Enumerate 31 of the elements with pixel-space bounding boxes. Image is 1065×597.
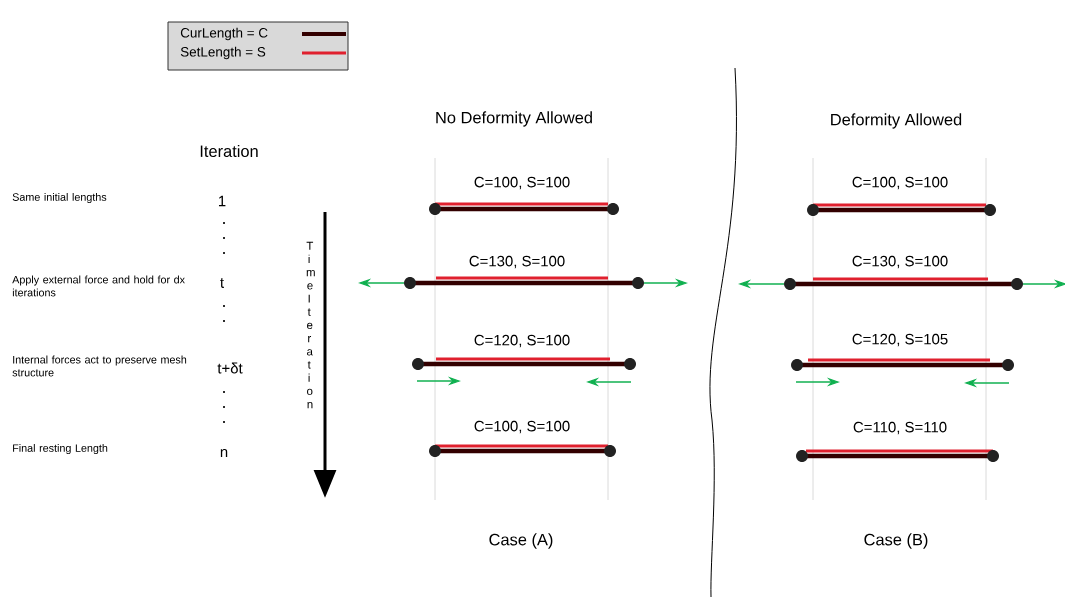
case-label: Case (B): [864, 533, 928, 549]
step-description: Final resting Length: [13, 444, 108, 454]
step-number: t: [220, 278, 224, 288]
case-label: Case (A): [489, 533, 553, 549]
length-bar: C=100, S=100: [807, 176, 996, 216]
step-description: Same initial lengths: [12, 193, 107, 203]
step-description: Internal forces act to preserve mesh structure: [12, 355, 187, 377]
node-label: C=120, S=105: [852, 333, 948, 347]
step-number: n: [220, 449, 228, 458]
node-label: C=130, S=100: [469, 255, 565, 269]
node-label: C=130, S=100: [852, 255, 948, 269]
node-label: C=100, S=100: [474, 420, 570, 434]
node-label: C=100, S=100: [852, 176, 948, 190]
node-label: C=110, S=110: [853, 421, 947, 435]
length-bar: C=110, S=110: [796, 421, 999, 462]
axis-label: Time Iteration: [306, 241, 315, 409]
step-number: 1: [219, 195, 226, 207]
step-number: t+δt: [217, 362, 243, 374]
step-description: Apply external force and hold for dx iterations: [12, 275, 185, 297]
column-heading: No Deformity Allowed: [436, 111, 592, 127]
node-label: C=120, S=100: [474, 334, 570, 348]
column-heading: Deformity Allowed: [831, 113, 962, 129]
length-bar: C=100, S=100: [429, 420, 616, 457]
column-heading: Iteration: [200, 144, 258, 158]
length-bar: C=120, S=105: [791, 333, 1014, 371]
length-bar: C=130, S=100: [784, 255, 1023, 290]
length-bar: C=120, S=100: [412, 334, 636, 370]
legend-box: CurLength = C SetLength = S: [167, 21, 349, 71]
length-bar: C=100, S=100: [429, 176, 619, 215]
length-bar: C=130, S=100: [404, 255, 644, 289]
node-label: C=100, S=100: [474, 176, 570, 190]
